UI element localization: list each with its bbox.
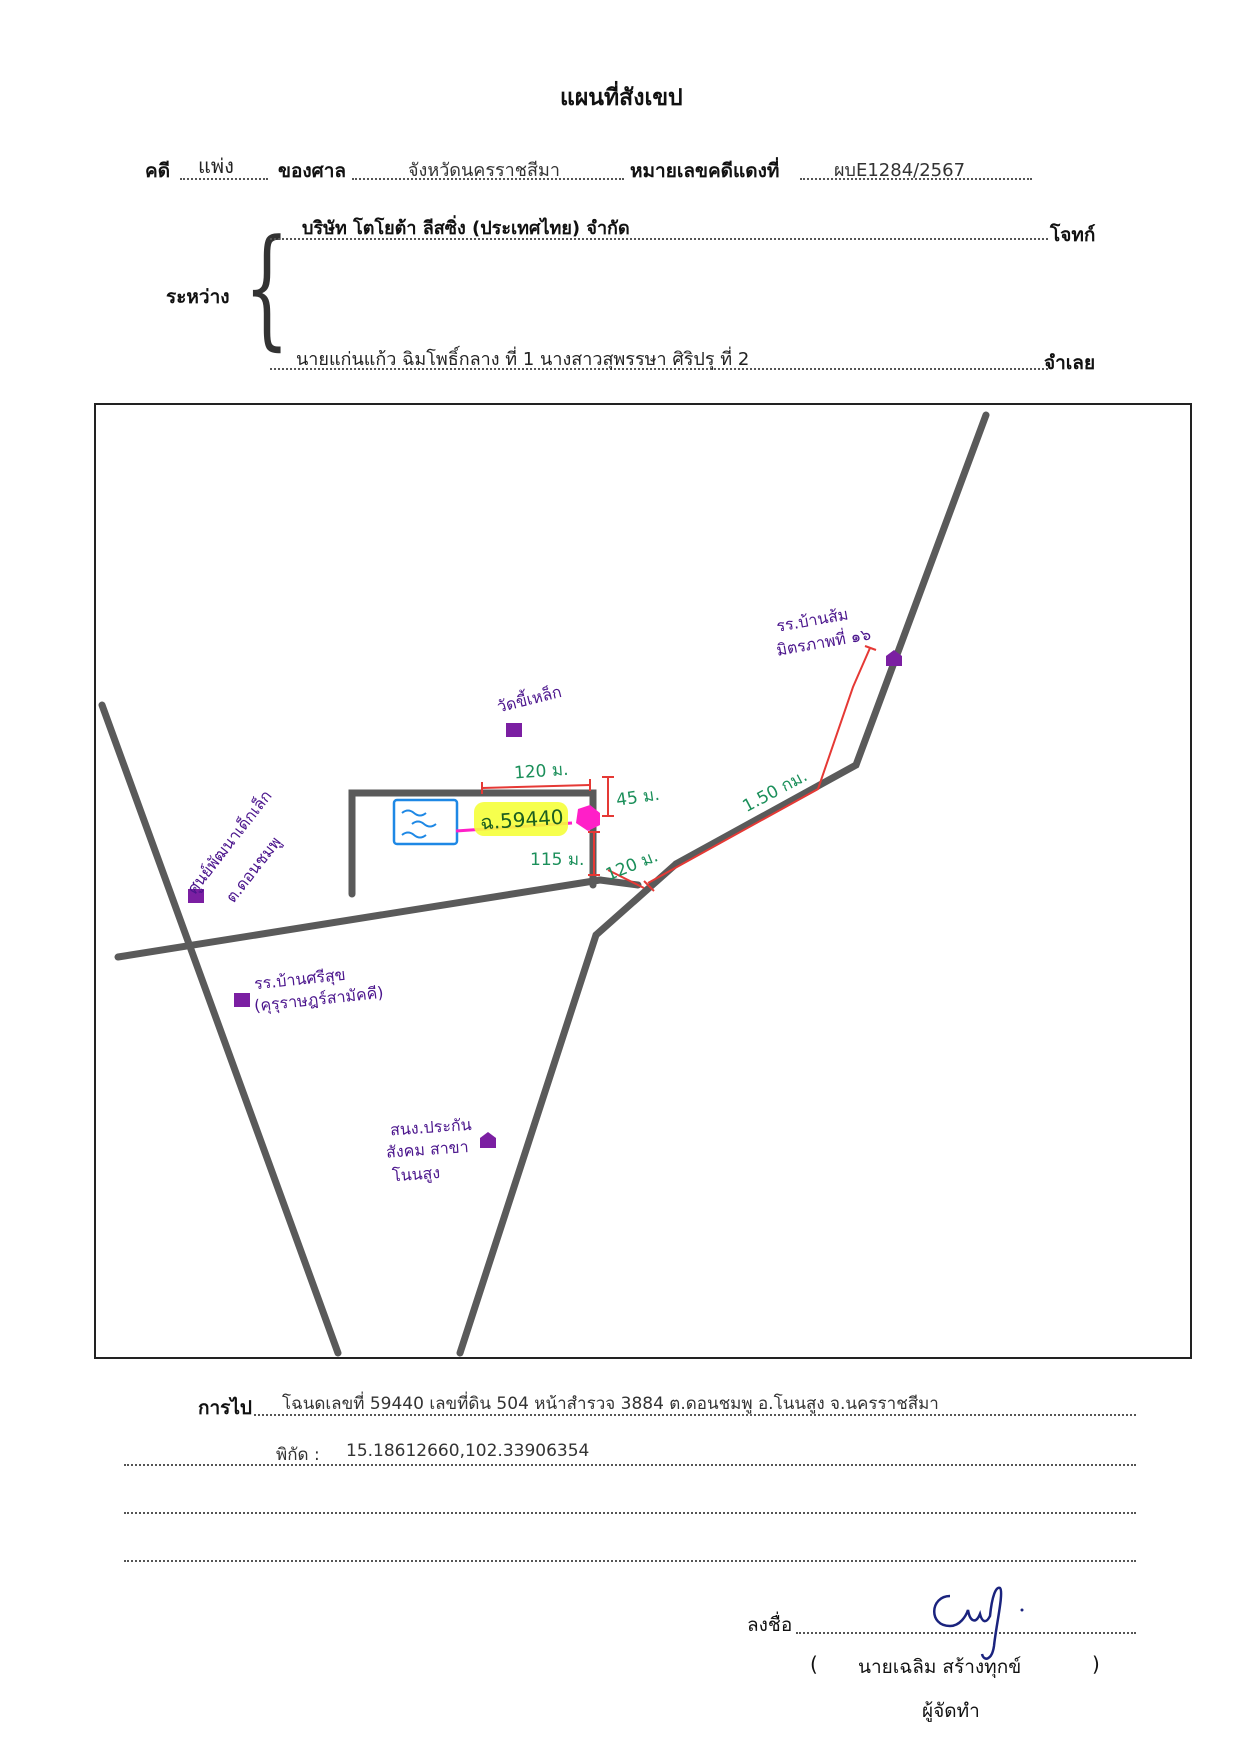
court-label: ของศาล	[278, 160, 347, 182]
road-northeast	[672, 411, 990, 868]
sign-label: ลงชื่อ	[747, 1614, 793, 1636]
pond-icon	[392, 798, 459, 846]
route-line	[647, 647, 871, 884]
case-label: คดี	[145, 160, 171, 182]
document-title: แผนที่สังเขป	[560, 85, 683, 111]
party-brace: {	[244, 211, 290, 363]
court-dots	[352, 178, 624, 180]
signer-name: นายเฉลิม สร้างทุกข์	[858, 1656, 1022, 1678]
school-east-marker-icon	[886, 650, 902, 666]
defendant-names: นายแก่นแก้ว ฉิมโพธิ์กลาง ที่ 1 นางสาวสุพ…	[296, 349, 750, 370]
parcel-label: ฉ.59440	[479, 805, 564, 835]
directions-line2-dots	[124, 1464, 1136, 1466]
plaintiff-name: บริษัท โตโยต้า ลีสซิ่ง (ประเทศไทย) จำกัด	[302, 218, 630, 239]
sign-dots	[796, 1632, 1136, 1634]
directions-line3-dots	[124, 1512, 1136, 1514]
signer-open-paren: (	[810, 1652, 818, 1676]
signature-scribble	[933, 1586, 1024, 1660]
dim-road-line	[607, 869, 645, 889]
red-case-dots	[800, 178, 1032, 180]
defendant-dots	[270, 368, 1048, 370]
coords-label: พิกัด :	[276, 1445, 320, 1465]
directions-deed-info: โฉนดเลขที่ 59440 เลขที่ดิน 504 หน้าสำรวจ…	[282, 1394, 939, 1414]
temple-label: วัดขี้เหล็ก	[495, 680, 564, 716]
dim-lower-label: 115 ม.	[530, 850, 584, 870]
between-label: ระหว่าง	[166, 286, 230, 308]
signer-close-paren: )	[1092, 1652, 1100, 1676]
dim-top-label: 120 ม.	[513, 760, 569, 784]
red-case-label: หมายเลขคดีแดงที่	[630, 160, 780, 182]
signer-role: ผู้จัดทำ	[922, 1700, 980, 1722]
plaintiff-role: โจทก์	[1050, 224, 1096, 246]
directions-line4-dots	[124, 1560, 1136, 1562]
road-south	[456, 860, 680, 1357]
temple-marker-icon	[506, 723, 522, 737]
case-type: แพ่ง	[198, 154, 234, 178]
parcel-highlight	[474, 802, 568, 836]
coords-value: 15.18612660,102.33906354	[346, 1441, 590, 1461]
office-label-1: สนง.ประกัน	[389, 1115, 472, 1140]
case-dots	[180, 178, 268, 180]
sketch-map-frame: ฉ.59440 120 ม. 45 ม. 115 ม. 120 ม. 1.50 …	[94, 403, 1192, 1359]
dim-side-label: 45 ม.	[615, 785, 661, 811]
defendant-role: จำเลย	[1044, 352, 1096, 374]
office-label-2: สังคม สาขา	[385, 1137, 469, 1162]
dim-road-label: 120 ม.	[603, 846, 661, 885]
directions-label: การไป	[198, 1397, 252, 1419]
office-marker-icon	[480, 1132, 496, 1148]
dim-top-line	[481, 784, 591, 789]
center-marker-icon	[188, 889, 204, 903]
road-main-horizontal	[114, 876, 604, 961]
office-label-3: โนนสูง	[391, 1163, 440, 1186]
sketch-map: ฉ.59440 120 ม. 45 ม. 115 ม. 120 ม. 1.50 …	[98, 411, 990, 1357]
road-west-diagonal	[98, 701, 342, 1357]
court-name: จังหวัดนครราชสีมา	[408, 160, 560, 181]
plaintiff-dots	[270, 238, 1048, 240]
road-spur	[596, 876, 642, 889]
school-south-marker-icon	[234, 993, 250, 1007]
directions-line1-dots	[254, 1414, 1136, 1416]
parcel-marker-icon	[576, 805, 600, 831]
red-case-number: ผบE1284/2567	[834, 160, 966, 181]
